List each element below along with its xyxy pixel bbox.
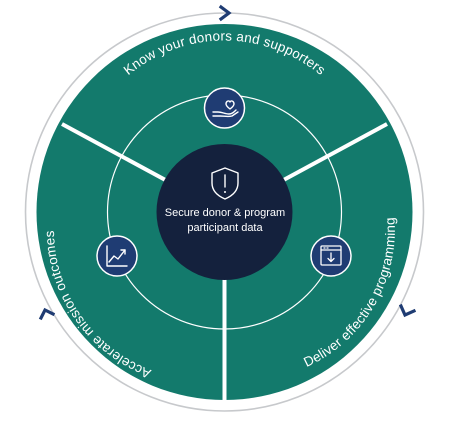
browser-download-icon	[310, 235, 352, 277]
chart-line-up-icon	[96, 235, 138, 277]
chevron-right-icon	[218, 4, 232, 22]
hand-heart-icon	[203, 87, 246, 129]
center-circle	[156, 144, 293, 280]
center-title-line2: participant data	[187, 222, 263, 234]
outer-ring	[24, 12, 425, 412]
chevron-down-icon	[398, 303, 417, 318]
center-title-line1: Secure donor & program	[165, 207, 285, 219]
chevron-up-icon	[38, 307, 56, 321]
shield-exclamation-icon	[211, 167, 239, 200]
